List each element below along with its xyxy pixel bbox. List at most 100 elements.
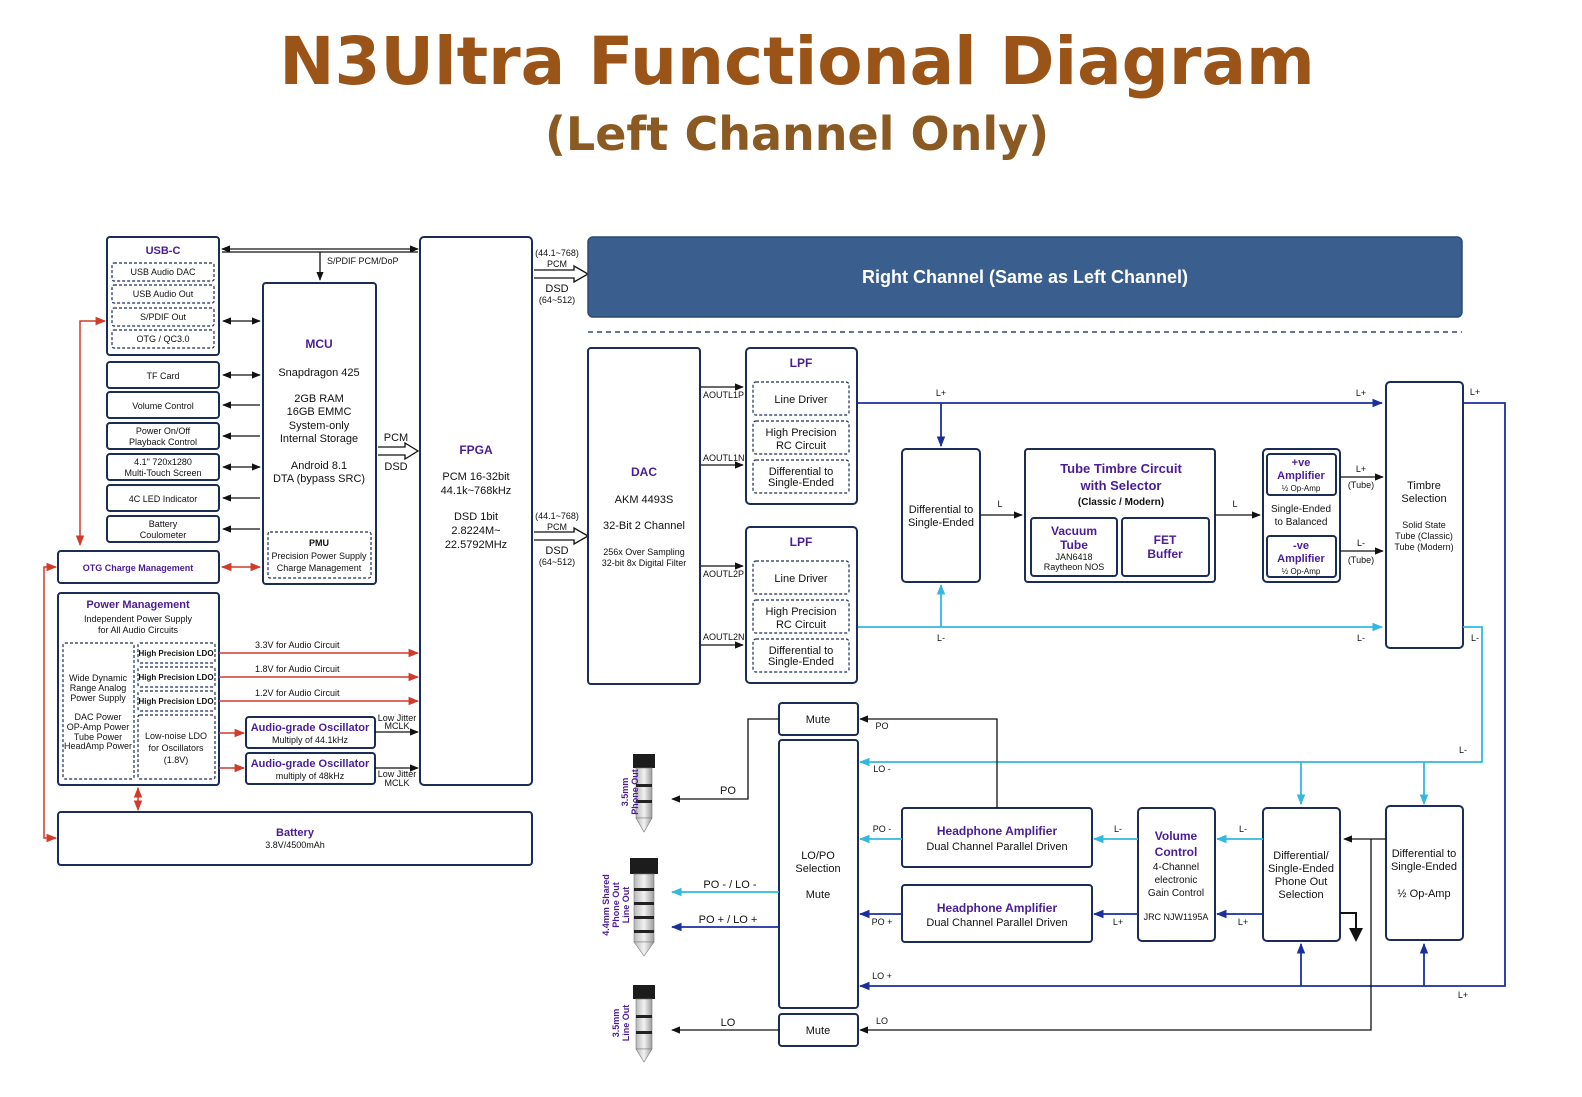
svg-text:DSD: DSD: [545, 283, 568, 295]
svg-text:Tube (Modern): Tube (Modern): [1394, 542, 1453, 552]
svg-text:(Classic / Modern): (Classic / Modern): [1078, 497, 1164, 508]
svg-text:Volume Control: Volume Control: [132, 401, 194, 411]
svg-text:Battery: Battery: [149, 519, 178, 529]
svg-text:with Selector: with Selector: [1080, 478, 1162, 493]
svg-text:Volume: Volume: [1155, 829, 1198, 843]
svg-text:DTA (bypass SRC): DTA (bypass SRC): [273, 473, 365, 485]
led-indicator-block: 4C LED Indicator: [106, 484, 220, 512]
svg-text:Battery: Battery: [276, 827, 315, 839]
svg-text:PCM: PCM: [547, 522, 567, 532]
svg-text:32-bit 8x Digital Filter: 32-bit 8x Digital Filter: [602, 558, 687, 568]
svg-text:Headphone Amplifier: Headphone Amplifier: [937, 901, 1058, 915]
svg-text:+ve: +ve: [1292, 457, 1311, 469]
svg-text:High Precision LDO: High Precision LDO: [138, 649, 213, 658]
svg-text:½ Op-Amp: ½ Op-Amp: [1397, 888, 1450, 900]
svg-text:USB Audio Out: USB Audio Out: [133, 289, 194, 299]
svg-text:Power Management: Power Management: [86, 599, 190, 611]
svg-text:Low Jitter: Low Jitter: [378, 769, 417, 779]
svg-text:to Balanced: to Balanced: [1275, 517, 1328, 528]
svg-text:L+: L+: [1470, 387, 1480, 397]
svg-text:Timbre: Timbre: [1407, 480, 1441, 492]
svg-text:PO: PO: [875, 721, 888, 731]
svg-text:Tube Power: Tube Power: [74, 732, 122, 742]
svg-text:RC Circuit: RC Circuit: [776, 619, 826, 631]
svg-text:AOUTL2N: AOUTL2N: [703, 632, 745, 642]
headphone-amp-1: Headphone Amplifier Dual Channel Paralle…: [901, 807, 1093, 868]
svg-text:Dual Channel Parallel Driven: Dual Channel Parallel Driven: [926, 841, 1067, 853]
svg-text:LO -: LO -: [873, 764, 891, 774]
right-channel-panel: Right Channel (Same as Left Channel): [587, 236, 1463, 318]
svg-text:-ve: -ve: [1293, 540, 1309, 552]
svg-text:Vacuum: Vacuum: [1051, 524, 1097, 538]
svg-text:Range Analog: Range Analog: [70, 683, 127, 693]
svg-text:JRC NJW1195A: JRC NJW1195A: [1144, 912, 1209, 922]
power-management-block: Power Management Independent Power Suppl…: [57, 592, 220, 786]
jack-3-5mm-phone-out-icon: [633, 754, 655, 833]
svg-text:2GB RAM: 2GB RAM: [294, 393, 344, 405]
svg-text:3.5mmPhone Out: 3.5mmPhone Out: [620, 769, 640, 815]
mcu-block: MCU Snapdragon 425 2GB RAM 16GB EMMC Sys…: [262, 282, 377, 585]
svg-text:Amplifier: Amplifier: [1277, 553, 1325, 565]
svg-text:Wide Dynamic: Wide Dynamic: [69, 673, 128, 683]
svg-text:44.1k~768kHz: 44.1k~768kHz: [441, 485, 512, 497]
usbc-block: USB-C USB Audio DAC USB Audio Out S/PDIF…: [106, 236, 220, 356]
svg-text:PO: PO: [720, 785, 736, 797]
svg-text:Selection: Selection: [1401, 493, 1446, 505]
svg-text:electronic: electronic: [1155, 875, 1198, 886]
svg-text:Tube (Classic): Tube (Classic): [1395, 531, 1453, 541]
svg-text:Differential to: Differential to: [769, 466, 834, 478]
svg-text:3.3V for Audio Circuit: 3.3V for Audio Circuit: [255, 640, 340, 650]
svg-text:Tube Timbre Circuit: Tube Timbre Circuit: [1060, 461, 1182, 476]
svg-text:Control: Control: [1155, 845, 1198, 859]
svg-text:OTG / QC3.0: OTG / QC3.0: [136, 334, 189, 344]
svg-text:L+: L+: [936, 388, 946, 398]
svg-text:FPGA: FPGA: [459, 443, 493, 457]
svg-text:Multi-Touch Screen: Multi-Touch Screen: [124, 468, 201, 478]
svg-text:L-: L-: [937, 633, 945, 643]
oscillator-44k-block: Audio-grade Oscillator Multiply of 44.1k…: [245, 716, 376, 749]
svg-text:Audio-grade Oscillator: Audio-grade Oscillator: [251, 758, 370, 770]
svg-text:½ Op-Amp: ½ Op-Amp: [1282, 567, 1321, 576]
svg-text:(Tube): (Tube): [1348, 480, 1374, 490]
svg-text:Audio-grade Oscillator: Audio-grade Oscillator: [251, 722, 370, 734]
svg-text:PO +: PO +: [872, 917, 893, 927]
svg-text:OTG Charge Management: OTG Charge Management: [83, 563, 194, 573]
mute-bottom-block: Mute: [778, 1013, 859, 1047]
svg-text:Single-Ended: Single-Ended: [1268, 863, 1334, 875]
svg-text:L: L: [997, 499, 1002, 509]
svg-text:Independent Power Supply: Independent Power Supply: [84, 614, 193, 624]
svg-text:AOUTL1N: AOUTL1N: [703, 453, 745, 463]
svg-text:AKM 4493S: AKM 4493S: [615, 494, 674, 506]
svg-text:Tube: Tube: [1060, 538, 1088, 552]
tf-card-block: TF Card: [106, 361, 220, 389]
fpga-block: FPGA PCM 16-32bit 44.1k~768kHz DSD 1bit …: [419, 236, 533, 786]
svg-text:PMU: PMU: [309, 538, 329, 548]
svg-text:MCLK: MCLK: [384, 721, 409, 731]
svg-text:Playback Control: Playback Control: [129, 437, 197, 447]
svg-text:Single-Ended: Single-Ended: [908, 517, 974, 529]
svg-text:3.8V/4500mAh: 3.8V/4500mAh: [265, 840, 325, 850]
svg-text:High Precision: High Precision: [766, 606, 837, 618]
otg-charge-block: OTG Charge Management: [57, 550, 220, 584]
svg-text:L+: L+: [1238, 917, 1248, 927]
svg-text:Internal Storage: Internal Storage: [280, 433, 358, 445]
jack-4-4mm-shared-icon: [630, 858, 658, 957]
svg-text:Differential to: Differential to: [1392, 848, 1457, 860]
svg-text:DSD 1bit: DSD 1bit: [454, 511, 498, 523]
svg-text:Line Driver: Line Driver: [774, 394, 828, 406]
svg-text:High Precision: High Precision: [766, 427, 837, 439]
svg-text:LO: LO: [721, 1017, 736, 1029]
svg-text:PCM 16-32bit: PCM 16-32bit: [442, 471, 509, 483]
svg-text:HeadAmp Power: HeadAmp Power: [64, 741, 132, 751]
svg-text:Raytheon NOS: Raytheon NOS: [1044, 562, 1105, 572]
svg-text:L+: L+: [1113, 917, 1123, 927]
svg-text:Amplifier: Amplifier: [1277, 470, 1325, 482]
svg-text:Android 8.1: Android 8.1: [291, 460, 347, 472]
svg-text:USB-C: USB-C: [146, 245, 181, 257]
page-subtitle: (Left Channel Only): [545, 107, 1049, 161]
svg-text:LO +: LO +: [872, 971, 892, 981]
